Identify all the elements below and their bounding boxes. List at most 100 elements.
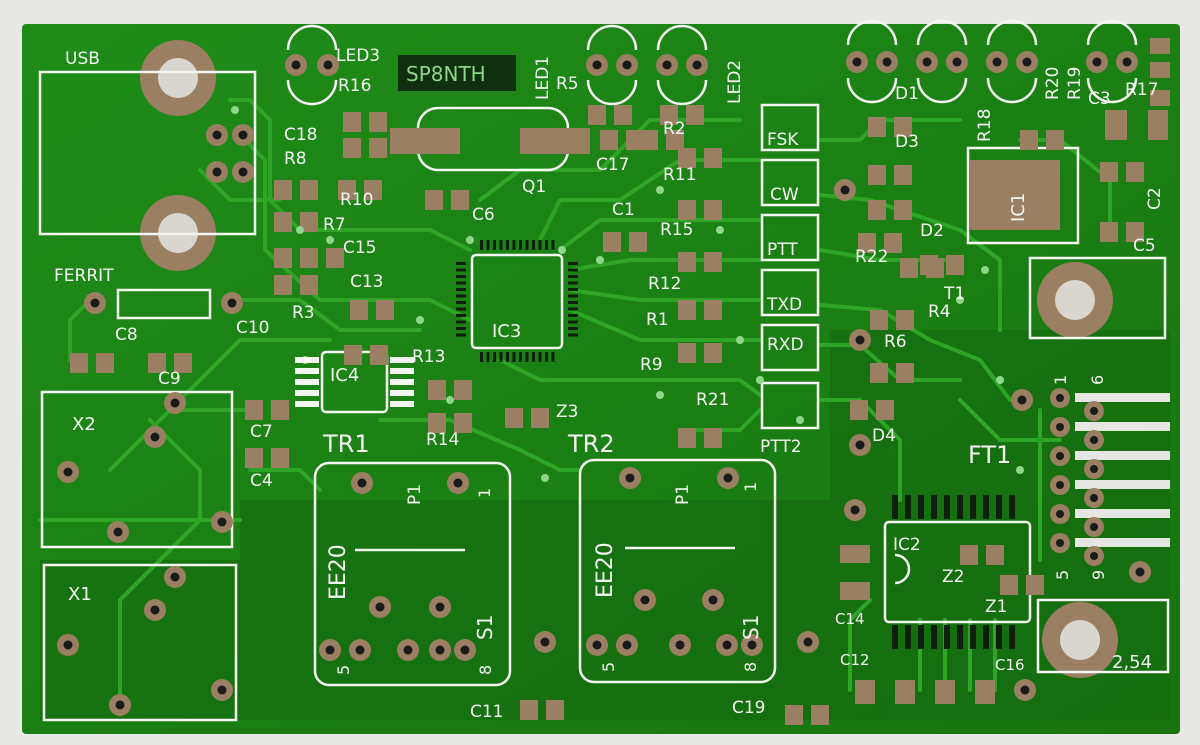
header-pin1-label: 1: [1051, 375, 1070, 385]
r8-label: R8: [284, 149, 307, 169]
d2-label: D2: [920, 221, 944, 241]
ft1-label: FT1: [968, 441, 1011, 469]
ic-pin: [532, 352, 535, 362]
ic-pin: [456, 262, 466, 265]
r21-label: R21: [696, 390, 729, 410]
c2-label: C2: [1145, 187, 1165, 210]
smd-pad: [900, 258, 918, 278]
c12-label: C12: [840, 651, 870, 669]
r16-label: R16: [338, 76, 371, 96]
ic-pin: [892, 625, 898, 649]
via: [656, 391, 664, 399]
smd-pad: [245, 400, 263, 420]
smd-pad: [271, 400, 289, 420]
via: [596, 256, 604, 264]
ic-pin: [1009, 495, 1015, 519]
mounting-holes: [140, 40, 1118, 678]
r4-label: R4: [928, 302, 951, 322]
usb-label: USB: [65, 49, 100, 69]
ic-pin: [532, 240, 535, 250]
header-finger: [1075, 509, 1170, 518]
ic-pin: [996, 625, 1002, 649]
smd-pad: [364, 180, 382, 200]
drill-hole: [1056, 452, 1064, 460]
drill-hole: [453, 478, 463, 488]
c5-label: C5: [1133, 236, 1156, 256]
drill-hole: [355, 645, 365, 655]
drill-hole: [1020, 685, 1030, 695]
smd-pad: [704, 148, 722, 168]
smd-pad: [1126, 162, 1144, 182]
ic4-label: IC4: [330, 365, 359, 386]
ic-pin: [568, 262, 578, 265]
drill-hole: [170, 398, 180, 408]
smd-pad: [425, 190, 443, 210]
smd-pad: [986, 545, 1004, 565]
smd-pad: [274, 212, 292, 232]
smd-pad: [505, 408, 523, 428]
smd-pad: [343, 138, 361, 158]
drill-hole: [1090, 407, 1098, 415]
drill-hole: [435, 602, 445, 612]
rxd-label: RXD: [767, 335, 804, 355]
via: [558, 246, 566, 254]
smd-pad: [840, 582, 870, 600]
smd-pad: [704, 200, 722, 220]
smd-pad: [626, 130, 644, 150]
via: [656, 186, 664, 194]
header-finger: [1075, 393, 1170, 402]
smd-pad: [1148, 110, 1168, 140]
r15-label: R15: [660, 220, 693, 240]
ic-pin: [519, 352, 522, 362]
via: [736, 336, 744, 344]
ic-pin: [295, 357, 319, 363]
drill-hole: [1090, 494, 1098, 502]
smd-pad: [343, 112, 361, 132]
cw-label: CW: [770, 185, 799, 205]
drill-hole: [291, 60, 301, 70]
p1-label-tr2: P1: [673, 484, 693, 505]
smd-pad: [811, 705, 829, 725]
r18-label: R18: [975, 109, 995, 142]
smd-pad: [70, 353, 88, 373]
drill-hole: [803, 637, 813, 647]
smd-pad: [300, 248, 318, 268]
tr2-label: TR2: [567, 430, 615, 458]
ic-pin: [983, 495, 989, 519]
smd-pad: [588, 105, 606, 125]
ic-pin: [545, 352, 548, 362]
c19-label: C19: [732, 698, 766, 718]
ic-pin: [957, 495, 963, 519]
drill-hole: [922, 57, 932, 67]
drill-hole: [1056, 423, 1064, 431]
drill-hole: [723, 473, 733, 483]
ic-pin: [512, 240, 516, 250]
smd-pad: [876, 400, 894, 420]
smd-pad: [174, 353, 192, 373]
smd-pad: [428, 380, 446, 400]
drill-hole: [1090, 465, 1098, 473]
smd-pad: [704, 428, 722, 448]
marking-plate: [398, 55, 516, 91]
drill-hole: [1090, 523, 1098, 531]
drill-hole: [150, 432, 160, 442]
tr1-label: TR1: [322, 430, 370, 458]
ee20-label-tr1: EE20: [326, 544, 351, 600]
smd-pad: [454, 413, 472, 433]
drill-hole: [90, 298, 100, 308]
ic-pins: [295, 240, 1015, 649]
c18-label: C18: [284, 125, 318, 145]
r10-label: R10: [340, 190, 373, 210]
ic-pin: [456, 294, 466, 298]
ic-pin: [456, 288, 466, 291]
ic-pin: [568, 320, 578, 324]
ic-pin: [568, 281, 578, 285]
smd-pad: [840, 545, 870, 563]
drill-hole: [992, 57, 1002, 67]
drill-hole: [1017, 395, 1027, 405]
led3-label: LED3: [336, 46, 380, 66]
drill-hole: [1135, 567, 1145, 577]
ic-pin: [538, 352, 542, 362]
s1-label-tr2: S1: [739, 615, 763, 640]
via: [756, 376, 764, 384]
